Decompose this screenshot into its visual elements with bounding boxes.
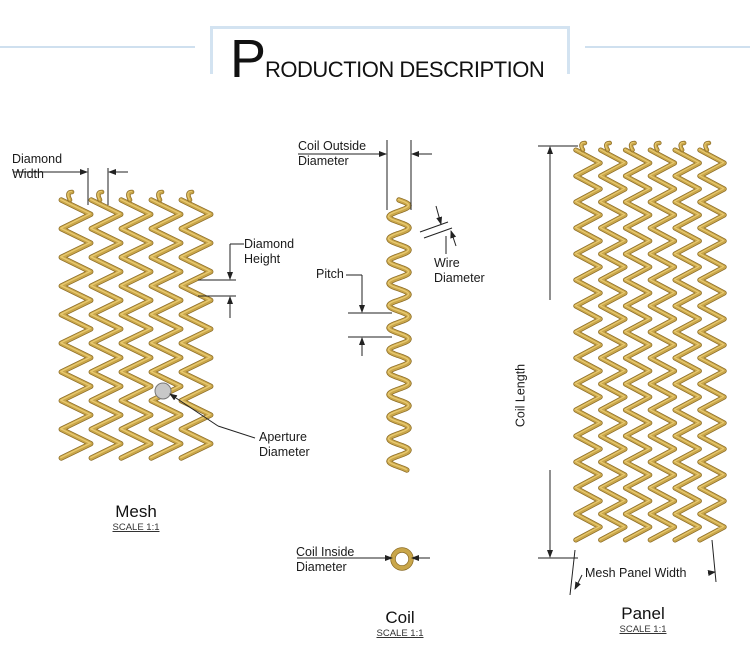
mesh-wire bbox=[623, 148, 652, 542]
mesh-wire-highlight bbox=[649, 148, 675, 541]
coil-ring bbox=[391, 548, 413, 570]
diamond-height-label: Diamond Height bbox=[244, 237, 295, 266]
mesh-hook-highlight bbox=[127, 190, 133, 201]
coil-drawing bbox=[386, 197, 412, 473]
mesh-hook-highlight bbox=[67, 190, 73, 201]
header-rule-left bbox=[0, 46, 195, 48]
mesh-wire-highlight bbox=[120, 198, 151, 459]
mesh-panel-width-label: Mesh Panel Width bbox=[585, 566, 687, 580]
header-frame bbox=[210, 26, 570, 74]
mesh-wire-highlight bbox=[180, 198, 211, 459]
dimension-lines bbox=[14, 140, 717, 596]
mesh-wire-highlight bbox=[698, 148, 725, 541]
panel-width-arrow-right bbox=[707, 570, 716, 576]
mesh-wire-highlight bbox=[60, 198, 91, 459]
coil-outside-diameter-label: Coil Outside Diameter bbox=[298, 139, 367, 168]
pitch-label: Pitch bbox=[316, 267, 344, 281]
page-title: PRODUCTION DESCRIPTION bbox=[230, 29, 545, 92]
mesh-wire-highlight bbox=[150, 198, 181, 459]
coil-title: Coil bbox=[385, 608, 415, 627]
mesh-wire bbox=[698, 148, 726, 542]
panel-hook-highlight bbox=[605, 141, 610, 151]
panel-width-ext-left bbox=[569, 549, 576, 596]
wire-dia-ext-a bbox=[419, 221, 449, 233]
mesh-wire bbox=[59, 198, 93, 460]
wire-dia-arrow-a bbox=[435, 205, 443, 225]
wire-dia-arrow-b bbox=[450, 230, 457, 247]
panel-hook-highlight bbox=[629, 141, 635, 151]
mesh-wire-highlight bbox=[90, 198, 121, 459]
panel-hook-highlight bbox=[704, 141, 710, 151]
panel-title: Panel bbox=[621, 604, 665, 623]
mesh-wire-highlight bbox=[673, 148, 700, 541]
panel-width-arrow-left bbox=[574, 574, 583, 590]
coil-scale: SCALE 1:1 bbox=[376, 628, 424, 639]
coil-inside-diameter-label: Coil Inside Diameter bbox=[296, 545, 355, 574]
mesh-wire-highlight bbox=[599, 148, 626, 541]
mesh-hook-highlight bbox=[97, 190, 103, 201]
mesh-wire bbox=[179, 198, 213, 460]
wire-diameter-label: Wire Diameter bbox=[434, 256, 485, 285]
aperture-leader bbox=[217, 425, 256, 439]
coil-wire-highlight bbox=[387, 198, 410, 471]
mesh-hook-highlight bbox=[157, 190, 163, 201]
mesh-wire bbox=[648, 148, 677, 542]
aperture-diameter-label: Aperture Diameter bbox=[259, 430, 310, 459]
wire-dia-ext-b bbox=[423, 227, 453, 239]
panel-drawing bbox=[573, 140, 727, 543]
mesh-title: Mesh bbox=[115, 502, 157, 521]
coil-length-label: Coil Length bbox=[513, 363, 528, 428]
mesh-wire-highlight bbox=[624, 148, 650, 541]
mesh-wire bbox=[673, 148, 702, 542]
aperture-arrow bbox=[169, 393, 219, 427]
mesh-wire-highlight bbox=[574, 148, 601, 541]
mesh-wire bbox=[89, 198, 123, 460]
coil-ring-drawing bbox=[390, 547, 414, 571]
mesh-wire bbox=[149, 198, 183, 460]
aperture-disc bbox=[154, 382, 172, 400]
panel-hook-highlight bbox=[679, 141, 685, 151]
page-title-rest: RODUCTION DESCRIPTION bbox=[265, 57, 545, 82]
panel-width-ext-right bbox=[711, 539, 717, 583]
panel-hook-highlight bbox=[654, 141, 660, 151]
header-rule-right bbox=[585, 46, 750, 48]
page-title-initial: P bbox=[230, 29, 266, 89]
mesh-wire bbox=[574, 148, 602, 542]
mesh-wire bbox=[119, 198, 153, 460]
panel-scale: SCALE 1:1 bbox=[619, 624, 667, 635]
mesh-wire bbox=[598, 148, 627, 542]
mesh-scale: SCALE 1:1 bbox=[112, 522, 160, 533]
panel-hook-highlight bbox=[580, 141, 586, 151]
diamond-width-label: Diamond Width bbox=[12, 152, 63, 181]
mesh-drawing bbox=[58, 189, 214, 461]
mesh-hook-highlight bbox=[187, 190, 193, 201]
